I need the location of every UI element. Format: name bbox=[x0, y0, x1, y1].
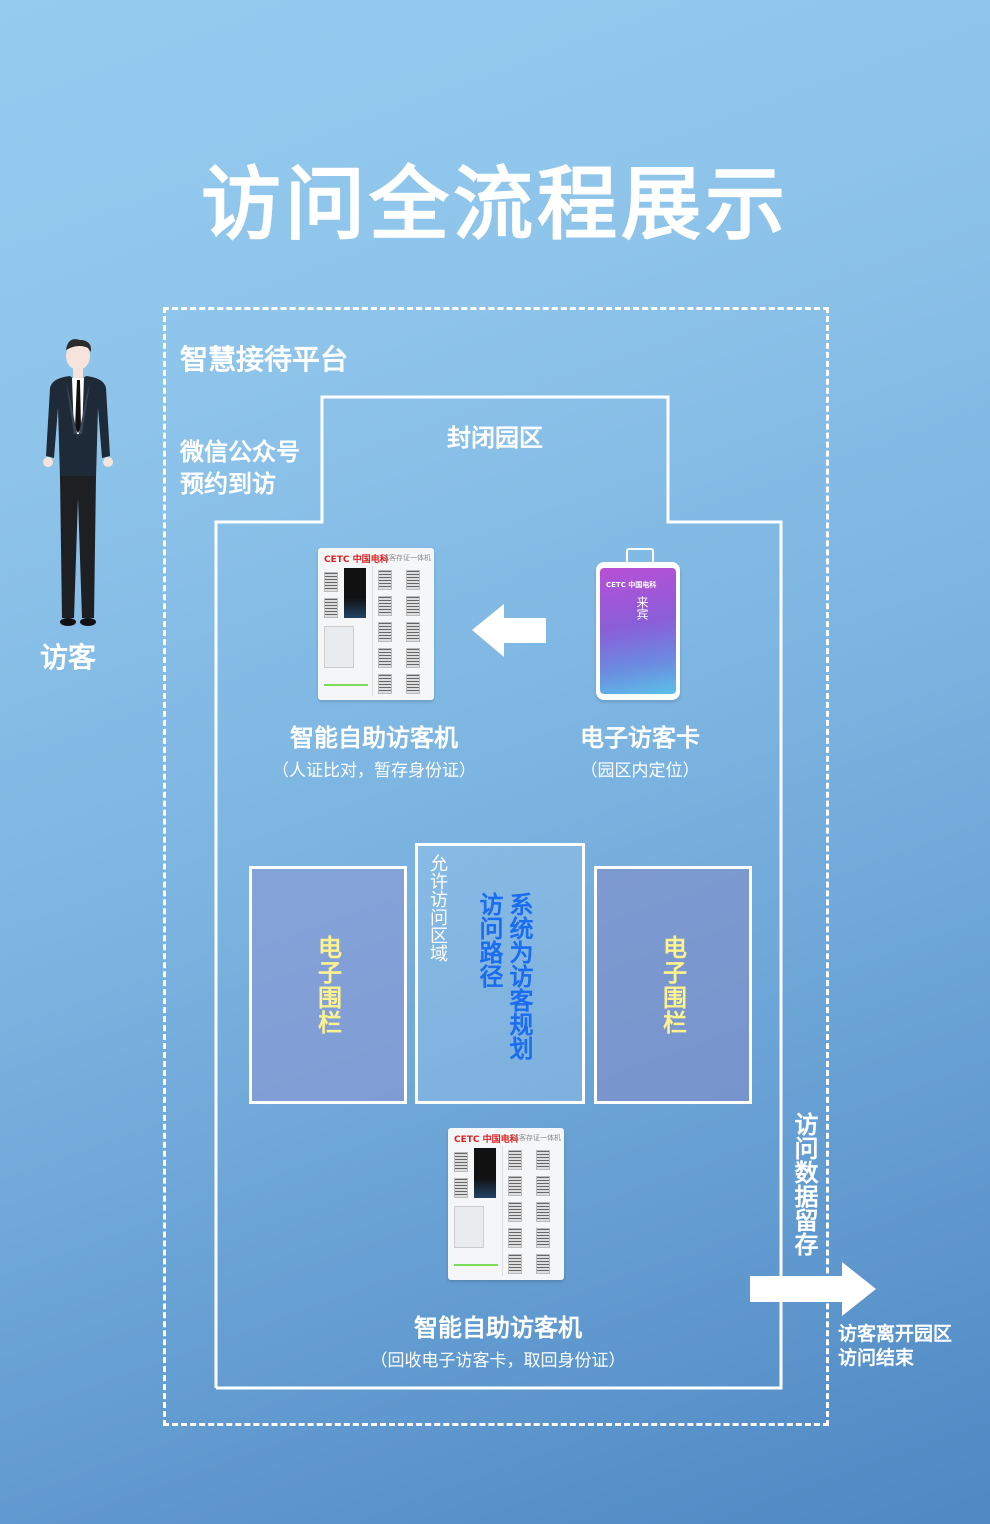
exit-line-1: 访客离开园区 bbox=[838, 1323, 953, 1345]
closed-park-label: 封闭园区 bbox=[447, 424, 543, 452]
locker-slot bbox=[508, 1254, 522, 1274]
kiosk-bottom-subtitle: （回收电子访客卡，取回身份证） bbox=[370, 1351, 626, 1371]
locker-slot bbox=[406, 674, 420, 694]
locker-slot bbox=[536, 1228, 550, 1248]
locker-slot bbox=[406, 648, 420, 668]
data-retention-label: 访问数据留存 bbox=[790, 1112, 818, 1256]
card-face: CETC 中国电科 来宾 bbox=[600, 568, 676, 694]
fence-right-label: 电子围栏 bbox=[658, 935, 687, 1035]
locker-slot bbox=[378, 622, 392, 642]
card-title: 电子访客卡 bbox=[580, 724, 700, 752]
locker-slot bbox=[454, 1178, 468, 1198]
locker-slot bbox=[536, 1254, 550, 1274]
platform-label: 智慧接待平台 bbox=[180, 343, 349, 376]
platform-boundary bbox=[163, 307, 829, 1426]
locker-slot bbox=[508, 1202, 522, 1222]
locker-slot bbox=[454, 1152, 468, 1172]
wechat-line-2: 预约到访 bbox=[180, 470, 276, 498]
route-line-2: 访问路径 bbox=[475, 892, 503, 988]
locker-slot bbox=[378, 596, 392, 616]
kiosk-indicator bbox=[454, 1264, 498, 1266]
exit-label: 访客离开园区 访问结束 bbox=[838, 1322, 952, 1370]
visitor-card-image: CETC 中国电科 来宾 bbox=[596, 548, 680, 700]
fence-left-label: 电子围栏 bbox=[313, 935, 342, 1035]
visitor-label: 访客 bbox=[40, 641, 97, 674]
kiosk-bottom-title: 智能自助访客机 bbox=[414, 1314, 582, 1342]
locker-slot bbox=[378, 674, 392, 694]
route-planning-text: 系统为访客规划 访问路径 bbox=[474, 892, 534, 1101]
locker-slot bbox=[536, 1150, 550, 1170]
route-line-1: 系统为访客规划 bbox=[505, 892, 533, 1060]
page-title: 访问全流程展示 bbox=[201, 158, 789, 251]
kiosk-panel-text: 访客存证一体机 bbox=[512, 1134, 561, 1142]
card-clip bbox=[626, 548, 654, 564]
kiosk-bottom-image: CETC 中国电科 访客存证一体机 bbox=[448, 1128, 564, 1280]
kiosk-tray bbox=[324, 626, 354, 668]
exit-line-2: 访问结束 bbox=[838, 1347, 915, 1369]
locker-slot bbox=[406, 596, 420, 616]
kiosk-screen bbox=[344, 568, 366, 618]
electronic-fence-right: 电子围栏 bbox=[594, 866, 752, 1104]
locker-slot bbox=[508, 1228, 522, 1248]
locker-slot bbox=[536, 1176, 550, 1196]
allowed-area-label: 允许访问区域 bbox=[427, 854, 448, 962]
locker-slot bbox=[536, 1202, 550, 1222]
kiosk-top-subtitle: （人证比对，暂存身份证） bbox=[272, 761, 476, 781]
card-guest-text: 来宾 bbox=[635, 596, 649, 620]
electronic-fence-left: 电子围栏 bbox=[249, 866, 407, 1104]
kiosk-tray bbox=[454, 1206, 484, 1248]
kiosk-screen bbox=[474, 1148, 496, 1198]
locker-slot bbox=[378, 648, 392, 668]
park-boundary-line bbox=[214, 395, 783, 1390]
kiosk-panel-text: 访客存证一体机 bbox=[382, 554, 431, 562]
card-brand: CETC 中国电科 bbox=[606, 581, 657, 589]
locker-slot bbox=[508, 1150, 522, 1170]
locker-slot bbox=[406, 622, 420, 642]
locker-slot bbox=[378, 570, 392, 590]
locker-slot bbox=[324, 572, 338, 592]
card-subtitle: （园区内定位） bbox=[580, 761, 700, 781]
exit-arrow-icon bbox=[750, 1262, 876, 1316]
kiosk-brand: CETC 中国电科 bbox=[454, 1135, 519, 1145]
kiosk-brand: CETC 中国电科 bbox=[324, 555, 389, 565]
locker-slot bbox=[508, 1176, 522, 1196]
kiosk-indicator bbox=[324, 684, 368, 686]
allowed-area: 允许访问区域 系统为访客规划 访问路径 bbox=[415, 843, 585, 1104]
kiosk-divider bbox=[502, 1146, 503, 1276]
wechat-booking-label: 微信公众号 预约到访 bbox=[180, 436, 300, 500]
kiosk-top-image: CETC 中国电科 访客存证一体机 bbox=[318, 548, 434, 700]
locker-slot bbox=[324, 598, 338, 618]
arrow-left-icon bbox=[472, 604, 546, 657]
visitor-figure-icon bbox=[43, 339, 113, 626]
locker-slot bbox=[406, 570, 420, 590]
wechat-line-1: 微信公众号 bbox=[180, 438, 300, 466]
kiosk-divider bbox=[372, 566, 373, 696]
kiosk-top-title: 智能自助访客机 bbox=[290, 724, 458, 752]
